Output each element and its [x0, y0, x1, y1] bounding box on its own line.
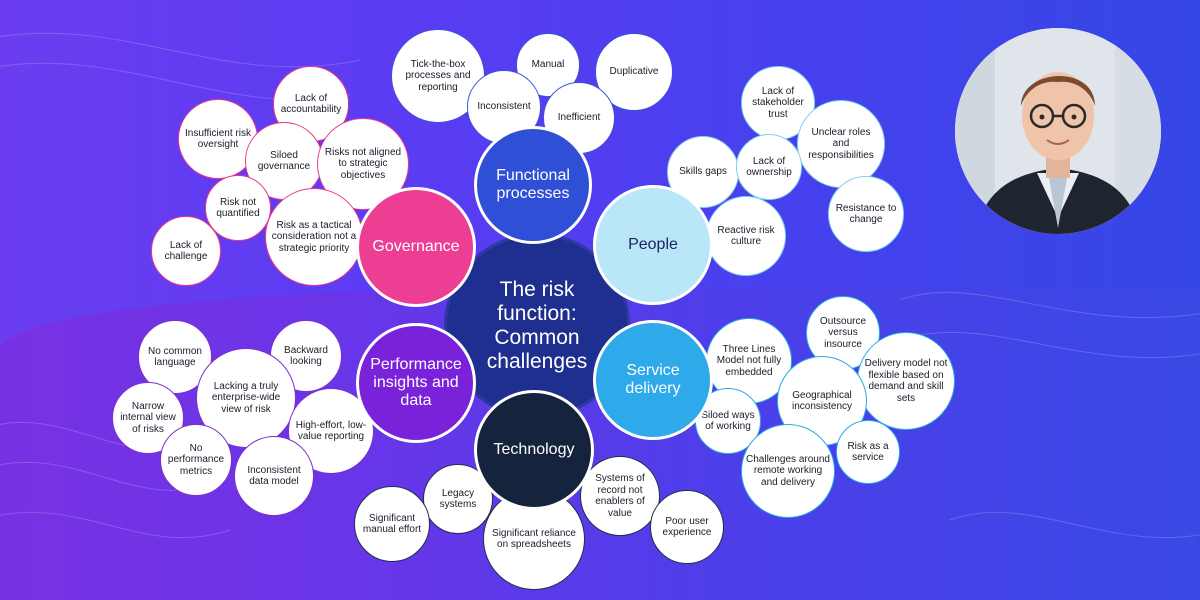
people-item-reactive-risk-culture: Reactive risk culture — [706, 196, 786, 276]
technology-item-systems-of-record: Systems of record not enablers of value — [580, 456, 660, 536]
hub-functional-processes: Functional processes — [474, 126, 592, 244]
technology-item-significant-manual-effort: Significant manual effort — [354, 486, 430, 562]
presenter-portrait-icon — [955, 28, 1161, 234]
governance-item-insufficient-risk-oversight: Insufficient risk oversight — [178, 99, 258, 179]
governance-item-risk-not-quantified: Risk not quantified — [205, 175, 271, 241]
service-item-risk-as-a-service: Risk as a service — [836, 420, 900, 484]
hub-service-delivery: Service delivery — [593, 320, 713, 440]
presenter-photo — [955, 28, 1161, 234]
people-item-lack-of-ownership: Lack of ownership — [736, 134, 802, 200]
performance-item-backward-looking: Backward looking — [270, 320, 342, 392]
hub-technology: Technology — [474, 390, 594, 510]
governance-item-risk-tactical: Risk as a tactical consideration not a s… — [265, 188, 363, 286]
people-item-resistance-to-change: Resistance to change — [828, 176, 904, 252]
service-item-delivery-model: Delivery model not flexible based on dem… — [857, 332, 955, 430]
service-item-remote-working: Challenges around remote working and del… — [741, 424, 835, 518]
hub-performance-insights: Performance insights and data — [356, 323, 476, 443]
technology-item-poor-user-experience: Poor user experience — [650, 490, 724, 564]
people-item-unclear-roles: Unclear roles and responsibilities — [797, 100, 885, 188]
performance-item-inconsistent-data-model: Inconsistent data model — [234, 436, 314, 516]
technology-item-reliance-on-spreadsheets: Significant reliance on spreadsheets — [483, 488, 585, 590]
hub-governance: Governance — [356, 187, 476, 307]
governance-item-lack-of-challenge: Lack of challenge — [151, 216, 221, 286]
center-title: The risk function: Common challenges — [486, 278, 588, 373]
hub-people: People — [593, 185, 713, 305]
performance-item-no-performance-metrics: No performance metrics — [160, 424, 232, 496]
